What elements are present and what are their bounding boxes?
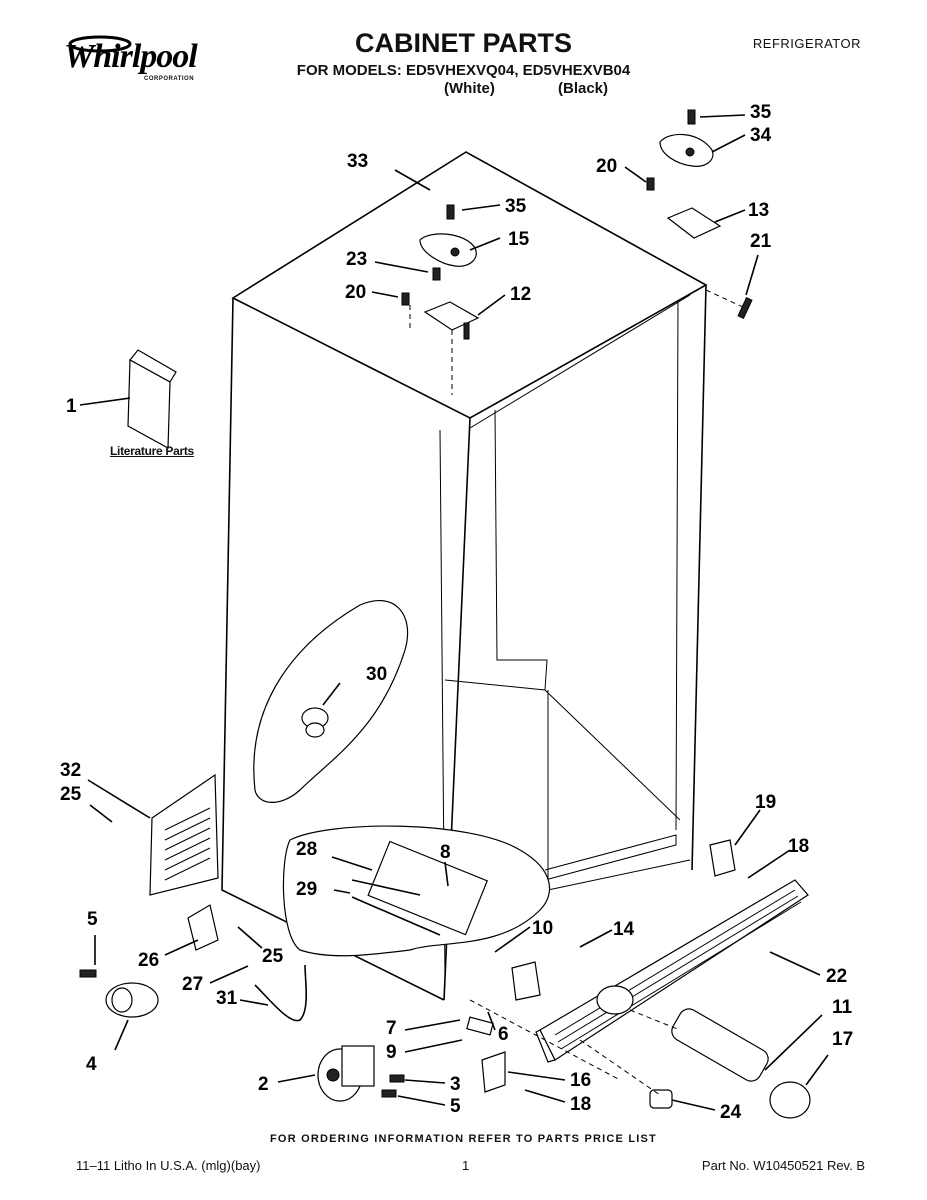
callout-19: 19 (755, 792, 776, 813)
color-white-label: (White) (444, 80, 495, 97)
bypass-plug-24 (649, 1089, 673, 1109)
callout-15: 15 (508, 229, 530, 250)
callout-22: 22 (826, 966, 847, 987)
callout-12: 12 (510, 284, 531, 305)
screw-5 (381, 1089, 397, 1098)
top-hinge-15-12 (401, 204, 480, 340)
callout-4: 4 (86, 1054, 97, 1075)
models-line: FOR MODELS: ED5VHEXVQ04, ED5VHEXVB04 (296, 62, 631, 79)
callout-17: 17 (832, 1029, 853, 1050)
callout-20: 20 (596, 156, 617, 177)
callout-35b: 35 (505, 196, 527, 217)
tube-31 (254, 964, 308, 1022)
callout-13: 13 (748, 200, 769, 221)
callout-8: 8 (440, 842, 451, 863)
callout-27: 27 (182, 974, 203, 995)
callout-25b: 25 (262, 946, 284, 967)
part-number: Part No. W10450521 Rev. B (701, 1158, 865, 1173)
callout-10: 10 (532, 918, 553, 939)
callout-18: 18 (788, 836, 809, 857)
literature-parts-label: Literature Parts (110, 444, 194, 458)
bracket-10 (511, 961, 541, 1001)
roller-4 (79, 969, 159, 1018)
heater-assembly-8 (367, 840, 489, 936)
callout-2: 2 (258, 1074, 269, 1095)
callout-28: 28 (296, 839, 317, 860)
color-black-label: (Black) (558, 80, 609, 97)
logo-swoosh-icon (68, 35, 132, 53)
callout-5b: 5 (450, 1096, 461, 1117)
logo-subtext: CORPORATION (144, 76, 195, 82)
toe-grille-22 (535, 879, 809, 1063)
logo-wordmark: Whirlpool (64, 38, 198, 75)
water-filter-11 (671, 1008, 769, 1082)
callout-16: 16 (570, 1070, 591, 1091)
top-hinge-34-13 (646, 109, 753, 319)
bracket-16 (481, 1051, 506, 1093)
callout-35: 35 (750, 102, 772, 123)
ordering-note: FOR ORDERING INFORMATION REFER TO PARTS … (270, 1133, 657, 1145)
filter-cap-17 (769, 1081, 811, 1119)
callout-32: 32 (60, 760, 81, 781)
callout-3: 3 (450, 1074, 461, 1095)
callout-29: 29 (296, 879, 317, 900)
page-number: 1 (462, 1158, 470, 1173)
screw-3 (389, 1074, 405, 1083)
bracket-26 (187, 904, 219, 951)
callout-14: 14 (613, 919, 635, 940)
callout-11: 11 (832, 997, 853, 1018)
whirlpool-logo: Whirlpool CORPORATION (60, 30, 210, 88)
bracket-6 (466, 1016, 494, 1036)
litho-line: 11–11 Litho In U.S.A. (mlg)(bay) (76, 1158, 261, 1173)
category-label: REFRIGERATOR (752, 36, 861, 51)
callout-24: 24 (720, 1102, 742, 1123)
callout-7: 7 (386, 1018, 397, 1039)
callout-23: 23 (346, 249, 367, 270)
leveler-2 (317, 1045, 375, 1102)
callout-34: 34 (750, 125, 772, 146)
rear-panel-32 (149, 773, 219, 896)
callout-25: 25 (60, 784, 82, 805)
callout-26: 26 (138, 950, 159, 971)
callout-5: 5 (87, 909, 98, 930)
literature-book-1 (127, 349, 177, 449)
callout-20b: 20 (345, 282, 366, 303)
callout-18b: 18 (570, 1094, 591, 1115)
bracket-19 (709, 839, 736, 877)
callout-labels: 1 2 3 4 5 5 6 7 8 9 10 11 12 13 14 15 16… (60, 102, 853, 1123)
callout-21: 21 (750, 231, 772, 252)
callout-31: 31 (216, 988, 238, 1009)
callout-30: 30 (366, 664, 387, 685)
callout-33: 33 (347, 151, 368, 172)
callout-9: 9 (386, 1042, 397, 1063)
cutaway-view-30 (253, 600, 409, 803)
page-title: CABINET PARTS (354, 28, 572, 58)
callout-6: 6 (498, 1024, 509, 1045)
callout-1: 1 (66, 396, 77, 417)
